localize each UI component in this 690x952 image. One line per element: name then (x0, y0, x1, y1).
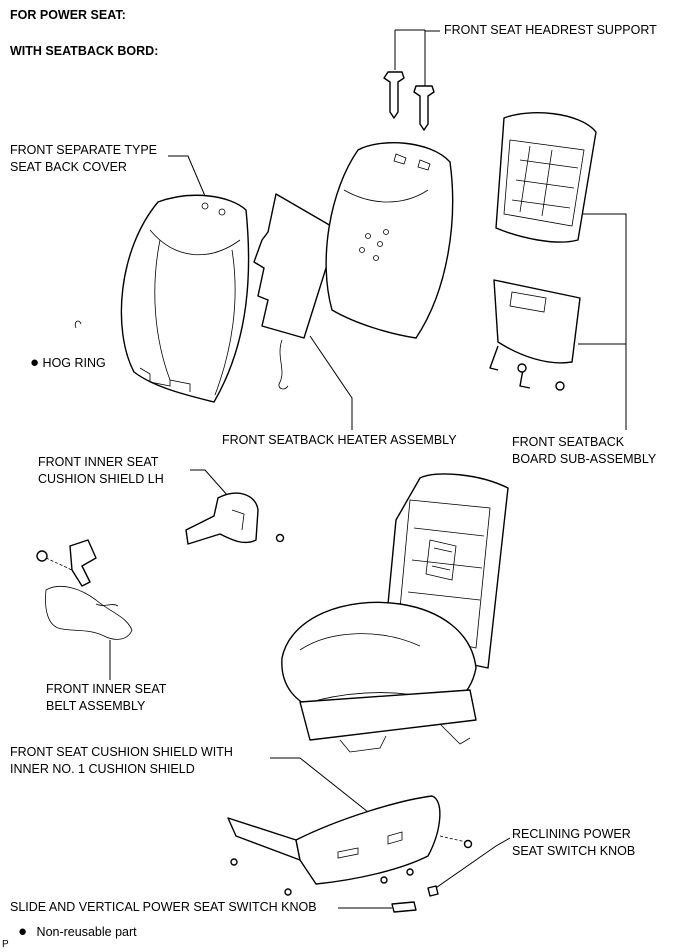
label-seat-back-cover-line1: FRONT SEPARATE TYPE (10, 143, 158, 157)
label-reclining-line2: SEAT SWITCH KNOB (512, 844, 636, 858)
non-reusable-mark: ● (30, 354, 40, 371)
header-power-seat: FOR POWER SEAT: (10, 8, 126, 22)
label-hog-ring-text: HOG RING (42, 356, 106, 370)
label-reclining-line1: RECLINING POWER (512, 827, 631, 841)
label-inner-shield-line1: FRONT INNER SEAT (38, 455, 159, 469)
seatback-board-upper-drawing (495, 112, 597, 243)
headrest-support-drawing (383, 71, 435, 131)
leader-reclining (429, 837, 511, 893)
label-cushion-shield-line1: FRONT SEAT CUSHION SHIELD WITH (10, 745, 233, 759)
seat-cushion-drawing (281, 601, 477, 753)
header-seatback-board: WITH SEATBACK BORD: (10, 44, 159, 58)
label-heater-assembly: FRONT SEATBACK HEATER ASSEMBLY (222, 433, 457, 447)
label-slide-knob: SLIDE AND VERTICAL POWER SEAT SWITCH KNO… (10, 900, 317, 914)
leader-headrest (424, 30, 440, 44)
leader-seat-back-cover (168, 155, 206, 197)
seatback-drawing (325, 142, 454, 339)
label-board-line1: FRONT SEATBACK (512, 435, 625, 449)
label-belt-line1: FRONT INNER SEAT (46, 682, 167, 696)
label-cushion-shield-line2: INNER NO. 1 CUSHION SHIELD (10, 762, 195, 776)
label-board-line2: BOARD SUB-ASSEMBLY (512, 452, 657, 466)
label-seat-back-cover-line2: SEAT BACK COVER (10, 160, 127, 174)
seatback-board-lower-drawing (489, 279, 581, 391)
legend-text: Non-reusable part (36, 925, 137, 939)
slide-knob-drawing (391, 901, 417, 913)
reclining-knob-drawing (427, 885, 439, 897)
label-hog-ring: ● HOG RING (30, 354, 106, 372)
legend: ● Non-reusable part (18, 923, 137, 941)
cushion-shield-drawing (227, 795, 473, 896)
seat-belt-drawing (36, 539, 133, 640)
leader-board-a (578, 213, 627, 430)
legend-symbol: ● (18, 923, 28, 940)
knobs-drawing (391, 885, 439, 913)
heater-assembly-drawing (253, 193, 339, 390)
leader-lines (109, 29, 627, 909)
label-belt-line2: BELT ASSEMBLY (46, 699, 146, 713)
seat-back-cover-drawing (120, 194, 250, 403)
leader-cushion-shield (270, 757, 369, 813)
corner-mark: P (2, 939, 9, 950)
label-headrest-support: FRONT SEAT HEADREST SUPPORT (444, 23, 657, 37)
leader-heater (309, 335, 353, 430)
inner-shield-drawing (185, 492, 285, 545)
label-inner-shield-line2: CUSHION SHIELD LH (38, 472, 164, 486)
hog-ring-drawing (74, 320, 82, 329)
leader-inner-shield (190, 469, 229, 497)
